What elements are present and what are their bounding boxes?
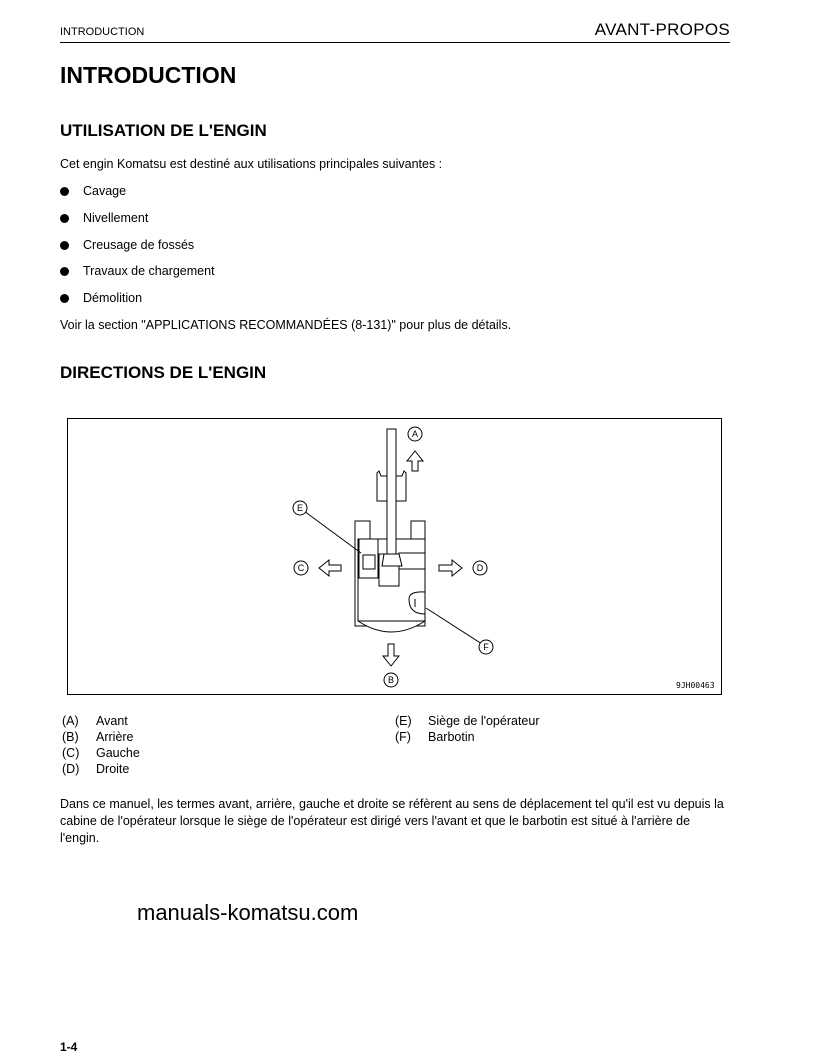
figure-frame: A B C D E F — [67, 418, 722, 695]
list-item-label: Nivellement — [83, 211, 149, 225]
sprocket — [408, 591, 426, 615]
legend-key: (B) — [62, 730, 79, 744]
bullet-icon — [60, 214, 69, 223]
intro-text: Cet engin Komatsu est destiné aux utilis… — [60, 157, 443, 171]
legend-key: (D) — [62, 762, 80, 776]
list-item: Nivellement — [60, 211, 148, 225]
list-item: Démolition — [60, 291, 142, 305]
machine-directions-diagram: A B C D E F — [292, 426, 494, 688]
section-heading-directions: DIRECTIONS DE L'ENGIN — [60, 363, 267, 382]
arrow-left-icon — [318, 558, 342, 578]
list-item: Creusage de fossés — [60, 238, 194, 252]
arrow-front-icon — [405, 450, 425, 472]
svg-text:D: D — [477, 563, 484, 573]
list-item-label: Travaux de chargement — [83, 264, 215, 278]
section-heading-utilisation: UTILISATION DE L'ENGIN — [60, 121, 267, 140]
list-item-label: Démolition — [83, 291, 143, 305]
page-title: INTRODUCTION — [60, 62, 237, 88]
legend-label: Barbotin — [428, 730, 475, 744]
legend-label: Avant — [96, 714, 128, 728]
svg-text:C: C — [298, 563, 305, 573]
arrow-right-icon — [438, 558, 463, 578]
list-item: Travaux de chargement — [60, 264, 215, 278]
page-number: 1-4 — [60, 1040, 78, 1054]
svg-text:E: E — [297, 503, 303, 513]
callout-f: F — [478, 639, 494, 655]
bullet-icon — [60, 267, 69, 276]
callout-a: A — [407, 426, 423, 442]
legend-label: Arrière — [96, 730, 134, 744]
legend-label: Siège de l'opérateur — [428, 714, 540, 728]
legend-key: (C) — [62, 746, 80, 760]
svg-text:F: F — [483, 642, 489, 652]
header-left: INTRODUCTION — [60, 26, 145, 38]
header-rule — [60, 42, 730, 43]
boom-arm — [386, 428, 397, 555]
legend-label: Gauche — [96, 746, 140, 760]
legend-key: (E) — [395, 714, 412, 728]
watermark: manuals-komatsu.com — [137, 900, 359, 925]
header-right: AVANT-PROPOS — [594, 20, 730, 39]
directions-paragraph: Dans ce manuel, les termes avant, arrièr… — [60, 797, 724, 845]
svg-text:A: A — [412, 429, 418, 439]
callout-b: B — [383, 672, 399, 688]
bullet-icon — [60, 187, 69, 196]
bullet-icon — [60, 241, 69, 250]
arrow-back-icon — [381, 643, 401, 667]
callout-d: D — [472, 560, 488, 576]
svg-text:B: B — [388, 675, 394, 685]
list-item: Cavage — [60, 184, 126, 198]
list-item-label: Creusage de fossés — [83, 238, 195, 252]
bullet-icon — [60, 294, 69, 303]
figure-code: 9JH00463 — [676, 681, 715, 690]
list-item-label: Cavage — [83, 184, 127, 198]
legend-key: (F) — [395, 730, 411, 744]
callout-c: C — [293, 560, 309, 576]
reference-note: Voir la section "APPLICATIONS RECOMMANDÉ… — [60, 318, 512, 332]
legend-label: Droite — [96, 762, 130, 776]
legend-key: (A) — [62, 714, 79, 728]
callout-e: E — [292, 500, 308, 516]
